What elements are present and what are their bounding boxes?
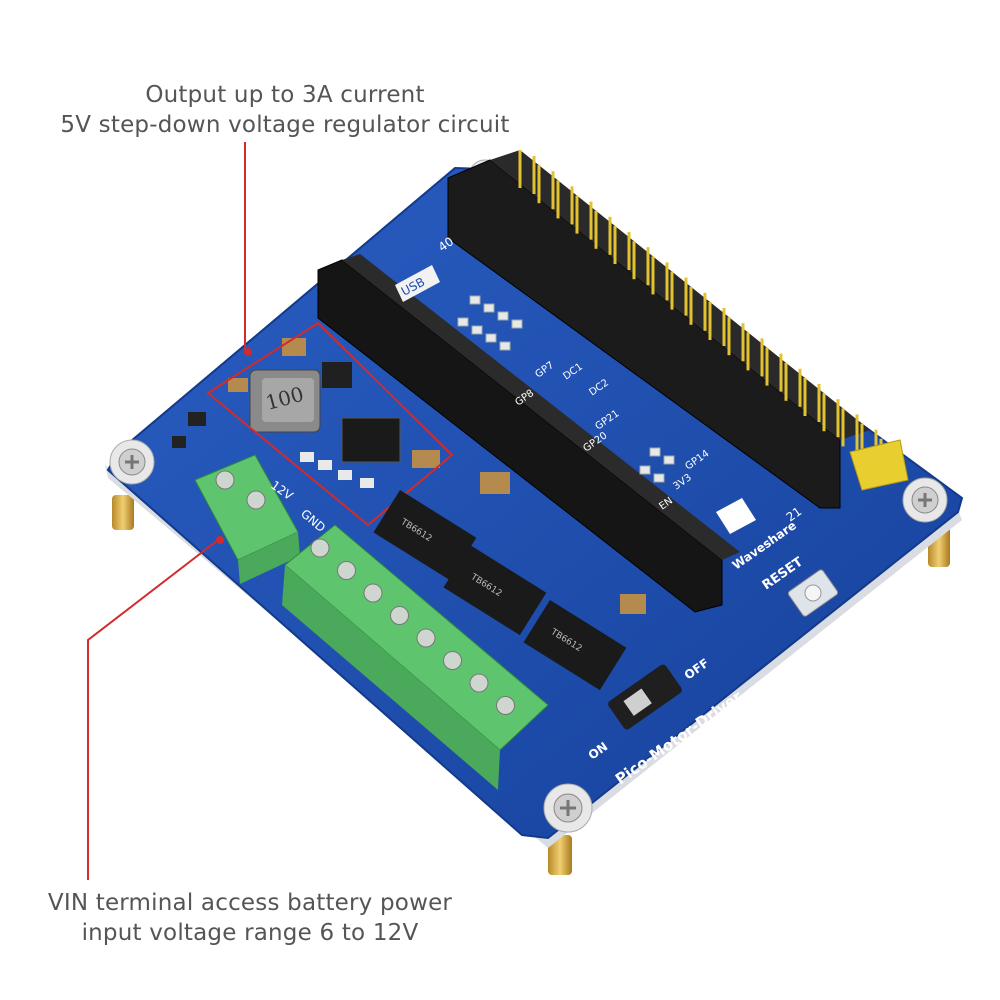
pin-header-40 [447,150,870,509]
top-annotation: Output up to 3A current 5V step-down vol… [40,80,530,140]
terminal-screw [337,561,356,580]
bottom-annotation: VIN terminal access battery power input … [20,888,480,948]
pico-socket-header [317,254,740,613]
pad-grid [457,295,675,483]
top-annotation-line2: 5V step-down voltage regulator circuit [60,112,510,138]
vin-terminal: 12V [194,454,300,584]
terminal-screw [390,606,409,625]
regulator-highlight-box [206,321,454,527]
bottom-annotation-line2: input voltage range 6 to 12V [81,920,419,946]
terminal-screw [416,628,436,648]
regulator-circuit: 100 [228,338,440,488]
terminal-screw [496,696,515,715]
motor-driver-chips: TB6612 TB6612 TB6612 [373,490,627,691]
brass-standoffs [112,495,950,875]
bottom-annotation-line1: VIN terminal access battery power [47,890,453,916]
capacitors [172,412,646,614]
pin-spacer [849,439,909,491]
top-annotation-line1: Output up to 3A current [145,82,425,108]
callout-lines [87,142,252,880]
terminal-screw [469,673,489,693]
terminal-screw [310,538,330,558]
usb-marker: USB [395,265,440,302]
terminal-screw [443,651,462,670]
terminal-screws [310,538,515,715]
terminal-screw [363,583,383,603]
